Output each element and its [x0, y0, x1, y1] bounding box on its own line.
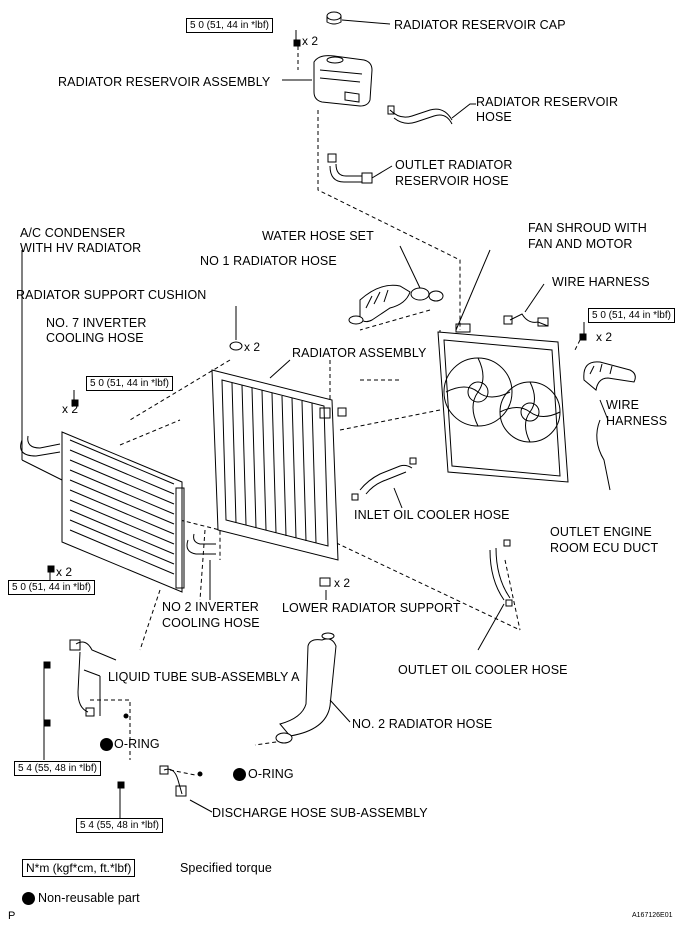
- label-wire-harness-top: WIRE HARNESS: [552, 275, 650, 289]
- torque-box-fan-shroud: 5 0 (51, 44 in *lbf): [588, 308, 675, 323]
- label-o-ring-2: O-RING: [248, 767, 294, 781]
- label-no7-inverter-line2: COOLING HOSE: [46, 331, 144, 345]
- label-radiator-reservoir-hose-line2: HOSE: [476, 110, 512, 124]
- label-radiator-reservoir-cap: RADIATOR RESERVOIR CAP: [394, 18, 566, 32]
- label-radiator-reservoir-assembly: RADIATOR RESERVOIR ASSEMBLY: [58, 75, 271, 89]
- label-discharge-hose: DISCHARGE HOSE SUB-ASSEMBLY: [212, 806, 428, 820]
- label-no2-radiator-hose: NO. 2 RADIATOR HOSE: [352, 717, 493, 731]
- label-fan-shroud-line1: FAN SHROUD WITH: [528, 221, 647, 235]
- torque-box-reservoir: 5 0 (51, 44 in *lbf): [186, 18, 273, 33]
- legend-torque-desc: Specified torque: [180, 861, 272, 875]
- discharge-hose-drawing: [159, 765, 213, 813]
- no1-radiator-hose-drawing: [348, 245, 444, 325]
- condenser-drawing: [21, 250, 185, 593]
- label-wire-harness-right-line1: WIRE: [606, 398, 640, 412]
- guide-lines: [90, 46, 581, 776]
- qty-condenser-top-bolts: x 2: [62, 402, 79, 416]
- label-outlet-radiator-reservoir-hose-line1: OUTLET RADIATOR: [395, 158, 513, 172]
- corner-letter: P: [8, 910, 16, 922]
- legend-torque-unit: N*m (kgf*cm, ft.*lbf): [22, 859, 136, 877]
- label-ac-condenser-line2: WITH HV RADIATOR: [20, 241, 142, 255]
- label-outlet-engine-room-ecu-duct-line1: OUTLET ENGINE: [550, 525, 652, 539]
- cushion-drawing: [229, 306, 243, 351]
- label-inlet-oil-cooler-hose: INLET OIL COOLER HOSE: [354, 508, 510, 522]
- label-outlet-engine-room-ecu-duct-line2: ROOM ECU DUCT: [550, 541, 659, 555]
- non-reusable-dot-2: [233, 768, 246, 781]
- qty-condenser-bottom-bolts: x 2: [56, 565, 73, 579]
- wire-harness-drawing: [503, 283, 549, 327]
- label-liquid-tube: LIQUID TUBE SUB-ASSEMBLY A: [108, 670, 300, 684]
- label-no2-inverter-line1: NO 2 INVERTER: [162, 600, 259, 614]
- qty-reservoir-bolts: x 2: [302, 34, 319, 48]
- label-radiator-reservoir-hose-line1: RADIATOR RESERVOIR: [476, 95, 619, 109]
- label-radiator-assembly: RADIATOR ASSEMBLY: [292, 346, 427, 360]
- no7-hose-drawing: [20, 435, 61, 457]
- qty-fan-shroud-bolts: x 2: [596, 330, 613, 344]
- torque-leaders: [43, 30, 585, 818]
- inlet-oil-cooler-hose-drawing: [351, 457, 417, 509]
- radiator-drawing: [211, 359, 347, 561]
- qty-cushion: x 2: [244, 340, 261, 354]
- torque-box-discharge-hose: 5 4 (55, 48 in *lbf): [76, 818, 163, 833]
- label-no7-inverter-line1: NO. 7 INVERTER: [46, 316, 147, 330]
- label-radiator-support-cushion: RADIATOR SUPPORT CUSHION: [16, 288, 207, 302]
- torque-box-condenser-bottom: 5 0 (51, 44 in *lbf): [8, 580, 95, 595]
- label-fan-shroud-line2: FAN AND MOTOR: [528, 237, 633, 251]
- label-o-ring-1: O-RING: [114, 737, 160, 751]
- reservoir-cap-drawing: [326, 11, 391, 25]
- reservoir-drawing: [282, 46, 373, 107]
- qty-lower-support: x 2: [334, 576, 351, 590]
- outlet-oil-cooler-hose-drawing: [477, 539, 513, 651]
- torque-box-condenser-top: 5 0 (51, 44 in *lbf): [86, 376, 173, 391]
- figure-code: A167126E01: [632, 912, 673, 919]
- label-outlet-radiator-reservoir-hose-line2: RESERVOIR HOSE: [395, 174, 509, 188]
- non-reusable-dot-1: [100, 738, 113, 751]
- no2-radiator-hose-drawing: [275, 632, 351, 744]
- label-no2-inverter-line2: COOLING HOSE: [162, 616, 260, 630]
- label-water-hose-set: WATER HOSE SET: [262, 229, 374, 243]
- legend-non-reusable-label: Non-reusable part: [38, 891, 140, 905]
- lower-support-drawing: [319, 577, 331, 600]
- torque-box-liquid-tube: 5 4 (55, 48 in *lbf): [14, 761, 101, 776]
- reservoir-hose-drawing: [387, 103, 476, 125]
- ecu-duct-drawing: [583, 361, 636, 491]
- label-no1-radiator-hose: NO 1 RADIATOR HOSE: [200, 254, 337, 268]
- outlet-reservoir-hose-drawing: [327, 153, 393, 184]
- fan-shroud-drawing: [437, 249, 569, 483]
- label-ac-condenser-line1: A/C CONDENSER: [20, 226, 126, 240]
- no2-hose-drawing: [186, 533, 216, 600]
- label-outlet-oil-cooler-hose: OUTLET OIL COOLER HOSE: [398, 663, 568, 677]
- label-lower-radiator-support: LOWER RADIATOR SUPPORT: [282, 601, 461, 615]
- label-wire-harness-right-line2: HARNESS: [606, 414, 668, 428]
- liquid-tube-drawing: [69, 639, 129, 719]
- legend-non-reusable-dot: [22, 892, 35, 905]
